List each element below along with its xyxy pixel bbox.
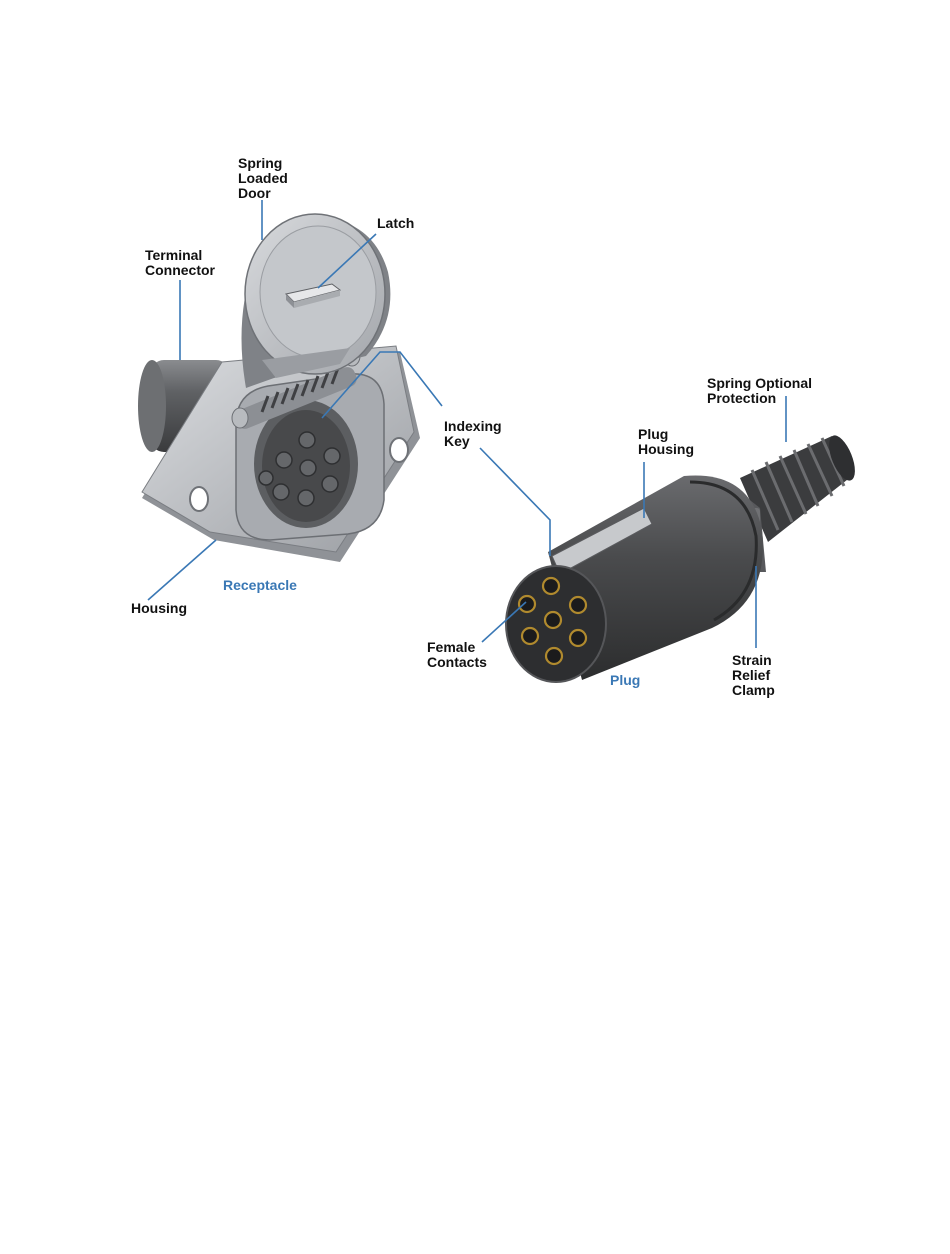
mounting-hole-right bbox=[390, 438, 408, 462]
mounting-hole-left bbox=[190, 487, 208, 511]
plug-housing bbox=[506, 475, 763, 682]
label-female-contacts: Female Contacts bbox=[427, 639, 487, 670]
label-strain-relief-clamp: Strain Relief Clamp bbox=[732, 652, 776, 698]
label-spring-loaded-door: Spring Loaded Door bbox=[238, 155, 292, 201]
caption-plug: Plug bbox=[610, 672, 640, 688]
leader-indexing-key-plug bbox=[480, 448, 550, 556]
label-plug-housing: Plug Housing bbox=[638, 426, 694, 457]
label-spring-optional-protection: Spring Optional Protection bbox=[707, 375, 816, 406]
leader-housing bbox=[148, 540, 216, 600]
label-housing: Housing bbox=[131, 600, 187, 616]
label-latch: Latch bbox=[377, 215, 414, 231]
plug bbox=[506, 432, 860, 682]
caption-receptacle: Receptacle bbox=[223, 577, 297, 593]
label-terminal-connector: Terminal Connector bbox=[145, 247, 216, 278]
label-indexing-key: Indexing Key bbox=[444, 418, 505, 449]
